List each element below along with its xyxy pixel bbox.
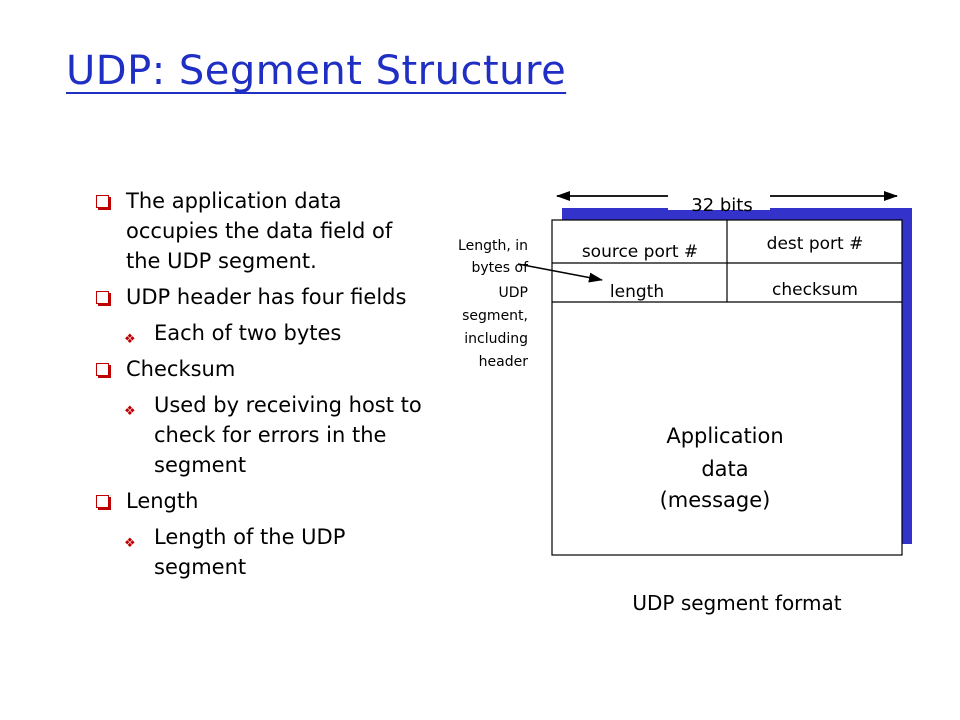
annotation-line: bytes of <box>471 260 529 276</box>
dest-port-label: dest port # <box>767 234 864 254</box>
bullet-text: Checksum <box>126 357 236 381</box>
diamond-bullet-icon: ❖ <box>124 536 136 551</box>
bullet-square-icon <box>96 363 109 376</box>
annotation-arrow <box>517 263 603 283</box>
annotation-line: Length, in <box>458 238 528 254</box>
bullet-item: UDP header has four fields <box>92 282 422 312</box>
sub-bullet-item: ❖ Used by receiving host to check for er… <box>120 390 422 480</box>
bullet-item: The application data occupies the data f… <box>92 186 422 276</box>
diagram-caption: UDP segment format <box>632 591 841 615</box>
annotation-line: header <box>479 354 529 370</box>
data-line: (message) <box>660 488 771 512</box>
bullet-square-icon <box>96 291 109 304</box>
slide-title: UDP: Segment Structure <box>66 48 567 94</box>
bullet-list: The application data occupies the data f… <box>92 186 422 588</box>
length-label: length <box>610 282 664 302</box>
annotation-line: segment, <box>462 308 528 324</box>
bullet-item: Checksum <box>92 354 422 384</box>
checksum-label: checksum <box>772 280 858 300</box>
diamond-bullet-icon: ❖ <box>124 404 136 419</box>
data-line: Application <box>666 424 783 448</box>
bullet-text: Length <box>126 489 199 513</box>
bullet-text: UDP header has four fields <box>126 285 407 309</box>
bullet-item: Length <box>92 486 422 516</box>
bullet-square-icon <box>96 495 109 508</box>
diamond-bullet-icon: ❖ <box>124 332 136 347</box>
sub-bullet-text: Length of the UDP segment <box>154 525 346 579</box>
width-label-bg <box>668 184 770 210</box>
sub-bullet-text: Used by receiving host to check for erro… <box>154 393 422 477</box>
annotation-line: including <box>464 331 528 347</box>
bullet-square-icon <box>96 195 109 208</box>
width-label: 32 bits <box>691 195 753 216</box>
data-line: data <box>701 457 748 481</box>
source-port-label: source port # <box>582 242 698 262</box>
sub-bullet-text: Each of two bytes <box>154 321 342 345</box>
sub-bullet-item: ❖ Length of the UDP segment <box>120 522 422 582</box>
bullet-text: The application data occupies the data f… <box>126 189 393 273</box>
sub-bullet-item: ❖ Each of two bytes <box>120 318 422 348</box>
annotation-line: UDP <box>499 285 528 301</box>
